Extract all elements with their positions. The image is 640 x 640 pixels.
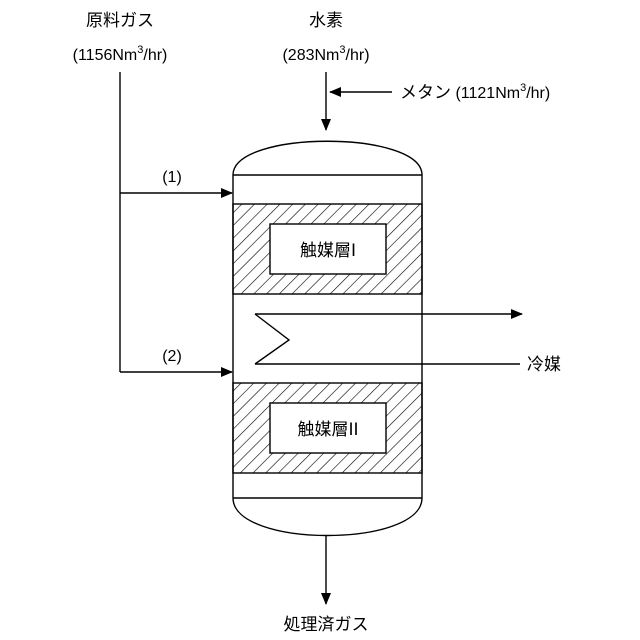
reactor-vessel: [233, 141, 422, 535]
methane-label: メタン (1121Nm3/hr): [400, 82, 550, 103]
raw-gas-label: 原料ガス: [86, 11, 154, 31]
hydrogen-flow-label: (283Nm3/hr): [282, 44, 369, 64]
catalyst-bed-1-label: 触媒層I: [300, 241, 356, 261]
stream-2-label: (2): [162, 348, 182, 365]
product-label: 処理済ガス: [284, 615, 369, 635]
catalyst-bed-2-label: 触媒層II: [297, 420, 358, 440]
cooling-coil: [255, 314, 289, 364]
raw-gas-flow-label: (1156Nm3/hr): [73, 44, 168, 64]
coolant-label: 冷媒: [527, 355, 561, 375]
stream-1-label: (1): [162, 169, 182, 186]
hydrogen-label: 水素: [309, 11, 343, 31]
